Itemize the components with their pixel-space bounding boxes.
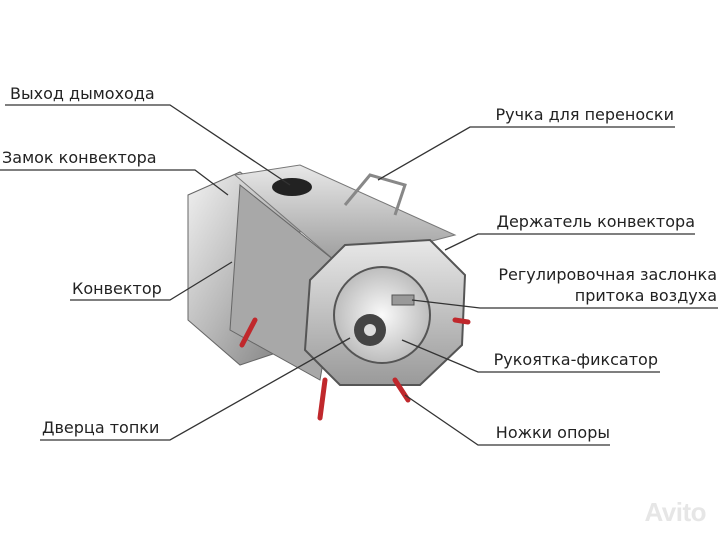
label-chimney-outlet: Выход дымохода: [10, 84, 155, 103]
label-air-damper-1: Регулировочная заслонка: [498, 265, 717, 284]
leader-lines: [0, 104, 718, 446]
label-lock-handle: Рукоятка-фиксатор: [493, 350, 658, 369]
support-legs: [239, 317, 471, 421]
chimney-outlet: [272, 178, 312, 196]
label-firebox-door: Дверца топки: [42, 418, 160, 437]
avito-watermark: Avito: [644, 497, 706, 527]
label-convector-holder: Держатель конвектора: [496, 212, 695, 231]
label-support-legs: Ножки опоры: [495, 423, 610, 442]
label-convector-lock: Замок конвектора: [2, 148, 157, 167]
carry-handle: [343, 173, 407, 216]
label-air-damper-2: притока воздуха: [574, 286, 717, 305]
firebox-door: [333, 266, 431, 364]
label-carry-handle: Ручка для переноски: [495, 105, 674, 124]
lock-handle: [391, 294, 415, 306]
label-convector: Конвектор: [72, 279, 162, 298]
